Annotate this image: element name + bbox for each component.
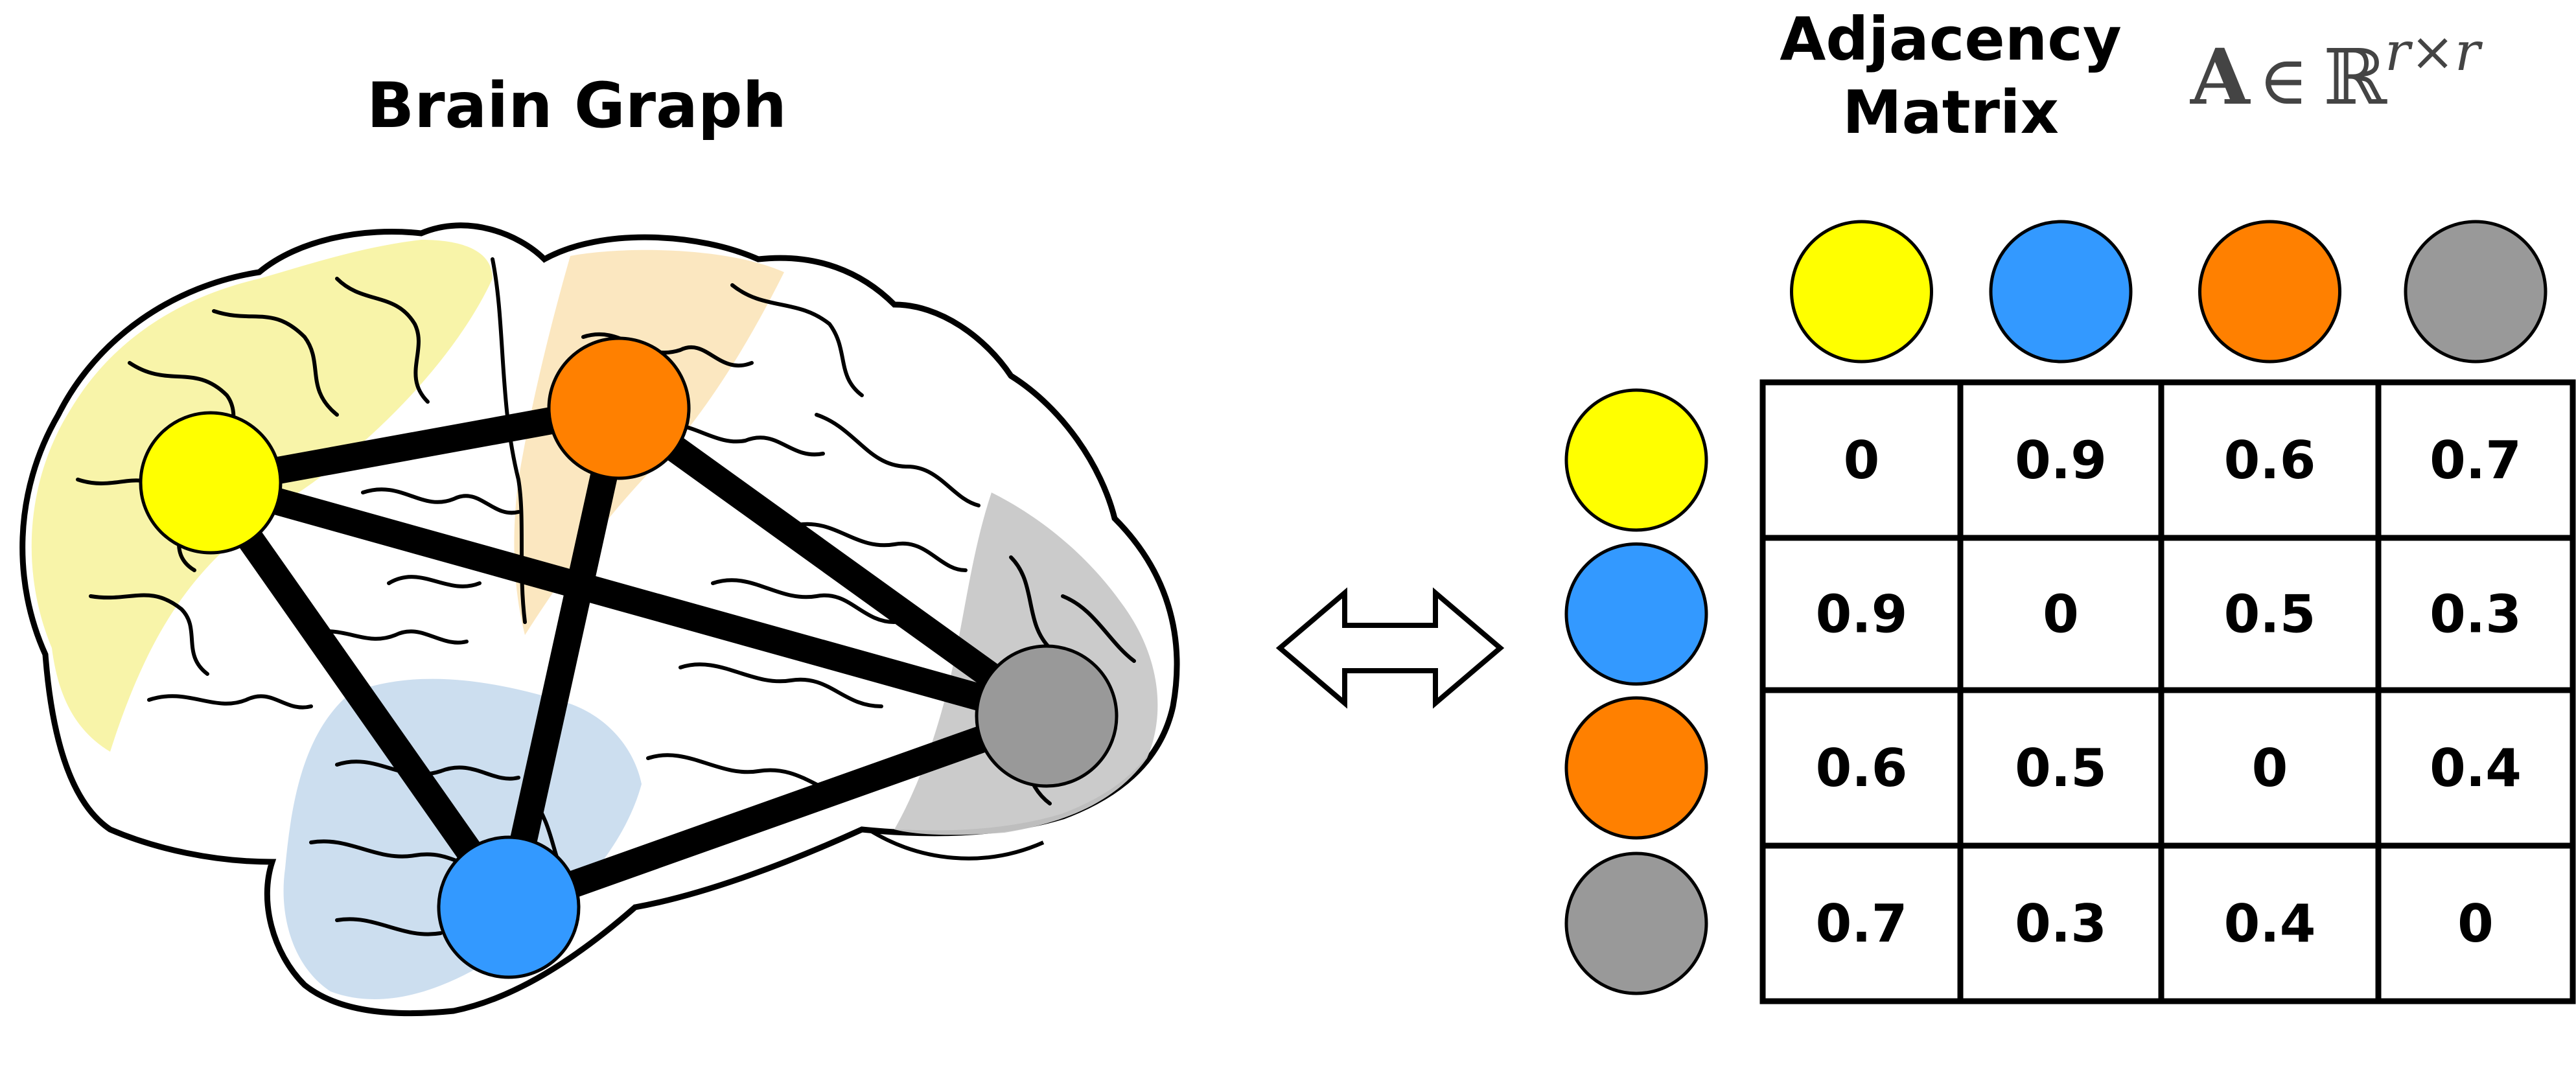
row-header-node-blue [1564,542,1708,686]
column-header-node-yellow [1790,220,1933,364]
matrix-cell-0-1: 0.9 [2015,430,2107,491]
matrix-cell-3-3: 0 [2457,894,2494,954]
column-header-node-blue [1989,220,2133,364]
edge-blue-gray [504,703,1052,920]
formula-bold-a: A [2190,32,2251,122]
formula-element-of: ∈ [2258,41,2308,120]
column-header-node-orange [2198,220,2341,364]
cerebellum-outline [867,828,1045,861]
double-arrow-icon [1275,587,1505,709]
matrix-formula: A ∈ ℝ r×r [2190,21,2483,122]
matrix-cell-1-0: 0.9 [1816,585,1908,645]
matrix-cell-2-3: 0.4 [2430,738,2522,798]
matrix-cell-3-2: 0.4 [2224,894,2316,954]
matrix-cell-2-0: 0.6 [1816,738,1908,798]
edge-yellow-blue [199,474,520,916]
row-header-node-yellow [1564,388,1708,532]
formula-superscript: r×r [2385,21,2483,83]
row-header-node-orange [1564,696,1708,840]
graph-node-yellow [139,411,283,555]
matrix-row-headers [1564,388,1708,995]
formula-real-set: ℝ [2323,32,2387,122]
graph-node-gray [975,644,1119,788]
row-header-node-gray [1564,852,1708,995]
graph-nodes [139,336,1119,979]
matrix-title-line1: Adjacency [1780,5,2122,74]
matrix-column-headers [1790,220,2547,364]
column-header-node-gray [2404,220,2547,364]
matrix-cell-1-1: 0 [2043,585,2079,645]
adjacency-matrix-table: 0 0.9 0.6 0.7 0.9 0 0.5 0.3 0.6 0.5 0 0.4 0.7 0.3 0.4 0 [1759,379,2576,1004]
brain-graph-title: Brain Graph [367,69,787,142]
matrix-cell-1-3: 0.3 [2430,585,2522,645]
matrix-title-line2: Matrix [1842,78,2059,147]
edge-orange-gray [610,397,1055,728]
matrix-cell-2-2: 0 [2252,738,2288,798]
matrix-cell-2-1: 0.5 [2015,738,2107,798]
edge-orange-blue [495,405,632,910]
graph-node-orange [547,336,691,480]
matrix-cell-1-2: 0.5 [2224,585,2316,645]
matrix-cell-3-0: 0.7 [1816,894,1908,954]
matrix-cell-0-2: 0.6 [2224,430,2316,491]
matrix-cell-3-1: 0.3 [2015,894,2107,954]
matrix-cell-0-0: 0 [1844,430,1880,491]
graph-node-blue [437,835,581,979]
edge-yellow-gray [207,469,1050,730]
matrix-cell-0-3: 0.7 [2430,430,2522,491]
